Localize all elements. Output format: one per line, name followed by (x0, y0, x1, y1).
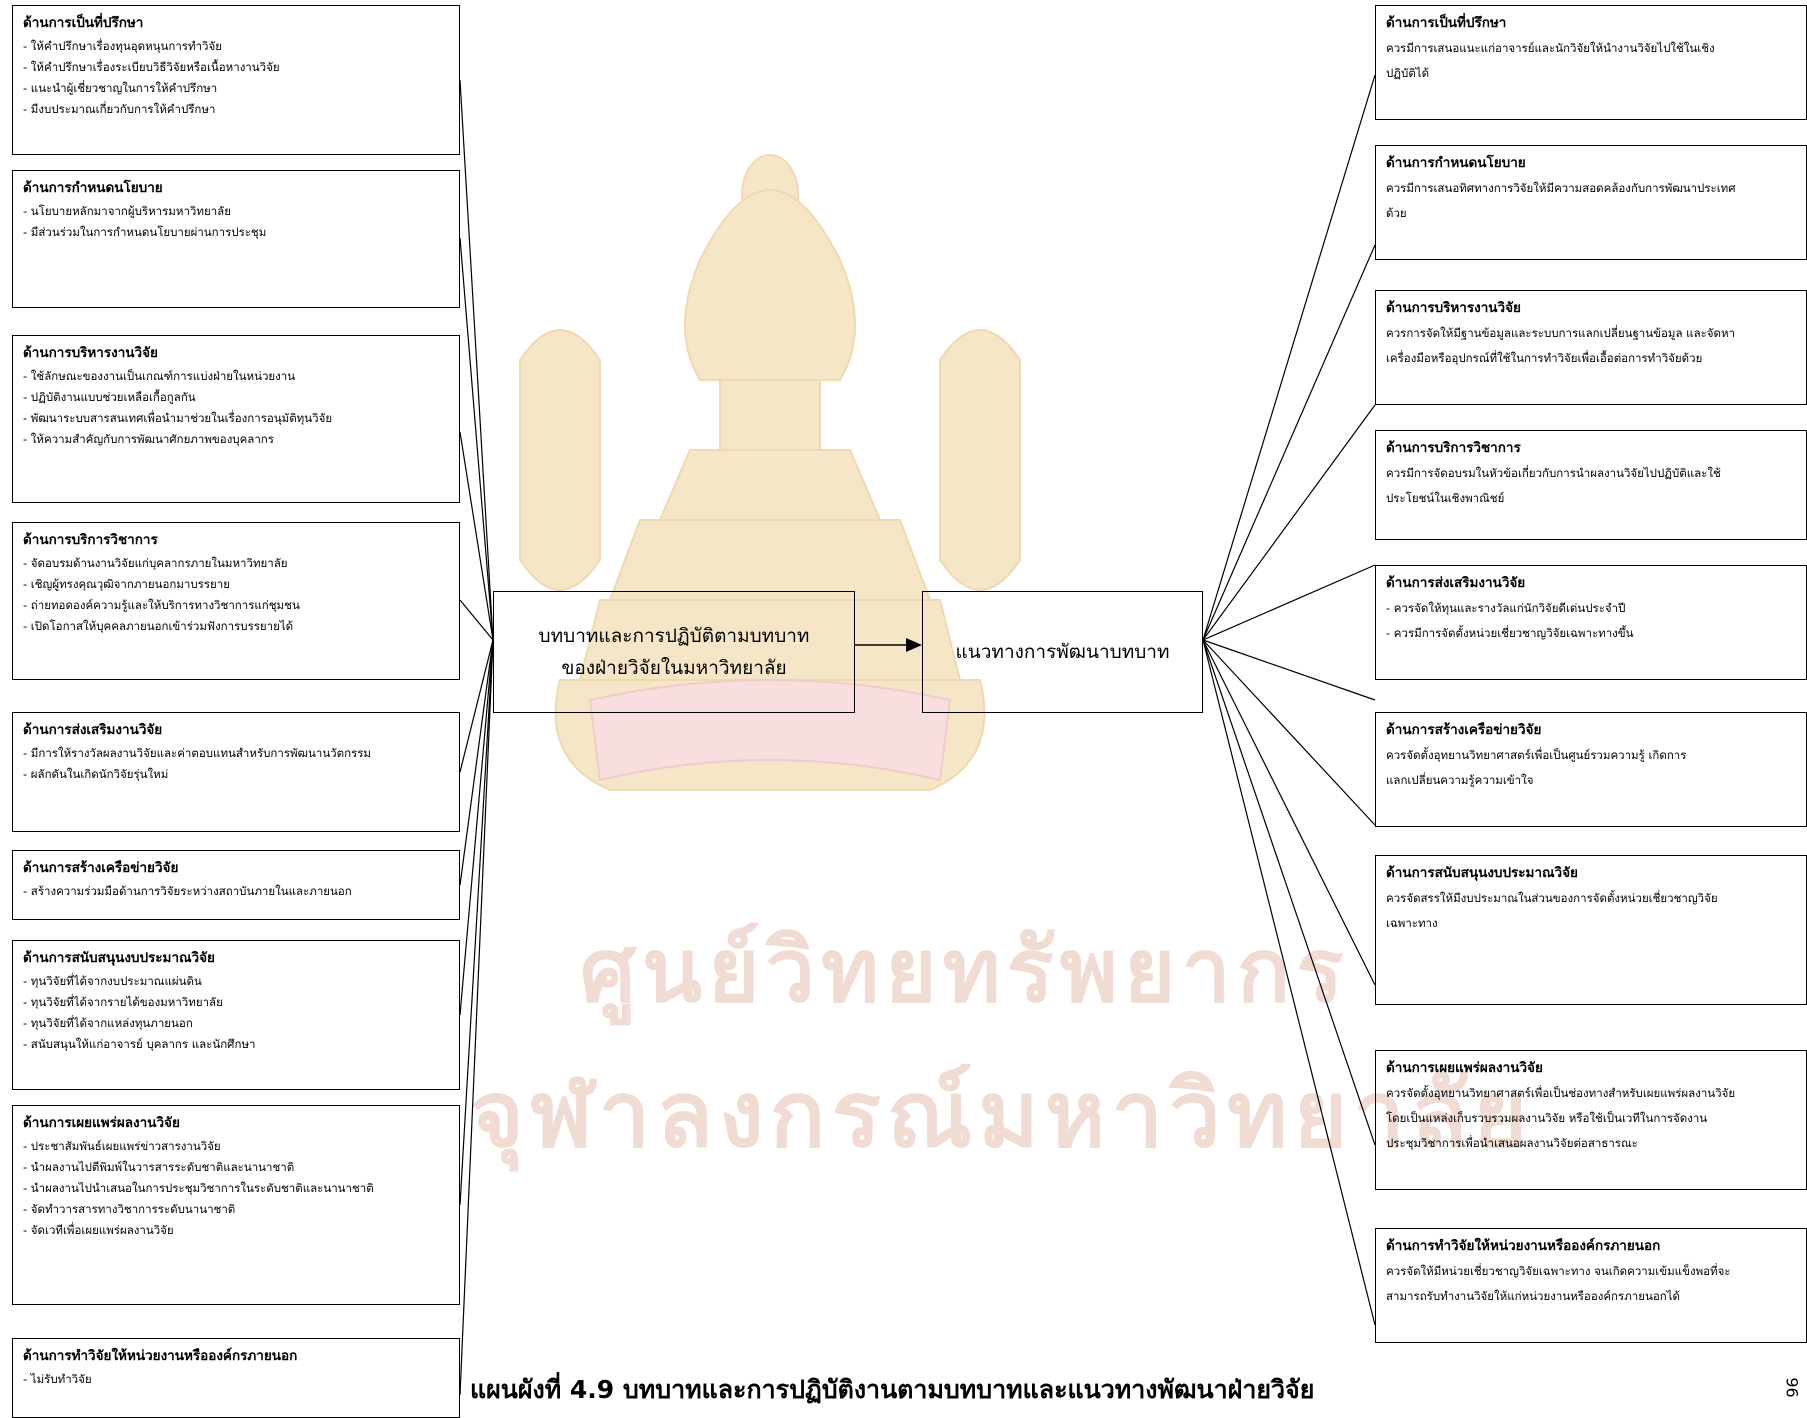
right-box-line: ปฏิบัติได้ (1386, 66, 1430, 80)
right-box-research-promotion: ด้านการส่งเสริมงานวิจัย - ควรจัดให้ทุนแล… (1375, 565, 1807, 680)
right-box-title: ด้านการบริการวิชาการ (1386, 440, 1521, 456)
left-box-title: ด้านการบริการวิชาการ (23, 532, 158, 548)
left-box-item: - จัดอบรมด้านงานวิจัยแก่บุคลากรภายในมหาว… (23, 556, 288, 570)
left-box-item: - สร้างความร่วมมือด้านการวิจัยระหว่างสถา… (23, 884, 352, 898)
right-box-line: เฉพาะทาง (1386, 916, 1438, 930)
left-box-item: - นำผลงานไปนำเสนอในการประชุมวิชาการในระด… (23, 1181, 374, 1195)
right-box-consulting: ด้านการเป็นที่ปรึกษา ควรมีการเสนอแนะแก่อ… (1375, 5, 1807, 120)
right-box-line: ประชุมวิชาการเพื่อนำเสนอผลงานวิจัยต่อสาธ… (1386, 1136, 1638, 1150)
left-box-title: ด้านการบริหารงานวิจัย (23, 345, 158, 361)
left-box-item: - ให้ความสำคัญกับการพัฒนาศักยภาพของบุคลา… (23, 432, 274, 446)
left-box-academic-service: ด้านการบริการวิชาการ - จัดอบรมด้านงานวิจ… (12, 522, 460, 680)
right-box-title: ด้านการสนับสนุนงบประมาณวิจัย (1386, 865, 1578, 881)
right-box-line: ควรจัดตั้งอุทยานวิทยาศาสตร์เพื่อเป็นช่อง… (1386, 1086, 1736, 1100)
watermark-line-1: ศูนย์วิทยทรัพยากร (580, 919, 1350, 1022)
left-box-item: - นโยบายหลักมาจากผู้บริหารมหาวิทยาลัย (23, 204, 231, 218)
right-box-budget-support: ด้านการสนับสนุนงบประมาณวิจัย ควรจัดสรรให… (1375, 855, 1807, 1005)
left-box-item: - แนะนำผู้เชี่ยวชาญในการให้คำปรึกษา (23, 81, 218, 95)
right-box-line: ด้วย (1386, 206, 1407, 220)
left-box-title: ด้านการทำวิจัยให้หน่วยงานหรือองค์กรภายนอ… (23, 1348, 298, 1364)
left-box-item: - มีงบประมาณเกี่ยวกับการให้คำปรึกษา (23, 102, 216, 116)
left-box-item: - ให้คำปรึกษาเรื่องระเบียบวิธีวิจัยหรือเ… (23, 60, 280, 74)
development-center-label: แนวทางการพัฒนาบทบาท (955, 641, 1170, 663)
right-box-line: - ควรมีการจัดตั้งหน่วยเชี่ยวชาญวิจัยเฉพา… (1386, 626, 1634, 640)
left-box-title: ด้านการสร้างเครือข่ายวิจัย (23, 860, 179, 876)
figure-caption: แผนผังที่ 4.9 บทบาทและการปฏิบัติงานตามบท… (470, 1375, 1315, 1404)
right-box-title: ด้านการกำหนดนโยบาย (1386, 155, 1526, 171)
left-box-research-admin: ด้านการบริหารงานวิจัย - ใช้ลักษณะของงานเ… (12, 335, 460, 503)
right-box-policy: ด้านการกำหนดนโยบาย ควรมีการเสนอทิศทางการ… (1375, 145, 1807, 260)
left-box-budget-support: ด้านการสนับสนุนงบประมาณวิจัย - ทุนวิจัยท… (12, 940, 460, 1090)
right-box-external-research: ด้านการทำวิจัยให้หน่วยงานหรือองค์กรภายนอ… (1375, 1228, 1807, 1343)
left-box-policy: ด้านการกำหนดนโยบาย - นโยบายหลักมาจากผู้บ… (12, 170, 460, 308)
left-box-item: - นำผลงานไปตีพิมพ์ในวารสารระดับชาติและนา… (23, 1160, 295, 1174)
left-box-item: - ทุนวิจัยที่ได้จากแหล่งทุนภายนอก (23, 1016, 193, 1030)
right-box-line: ควรจัดให้มีหน่วยเชี่ยวชาญวิจัยเฉพาะทาง จ… (1386, 1264, 1731, 1278)
roles-center-line-1: บทบาทและการปฏิบัติตามบทบาท (538, 625, 810, 647)
right-box-line: ควรจัดตั้งอุทยานวิทยาศาสตร์เพื่อเป็นศูนย… (1386, 748, 1687, 762)
left-box-item: - จัดทำวารสารทางวิชาการระดับนานาชาติ (23, 1202, 236, 1216)
right-box-line: ควรจัดสรรให้มีงบประมาณในส่วนของการจัดตั้… (1386, 891, 1718, 905)
left-box-item: - ถ่ายทอดองค์ความรู้และให้บริการทางวิชาก… (23, 598, 300, 612)
left-box-item: - มีการให้รางวัลผลงานวิจัยและค่าตอบแทนสำ… (23, 746, 372, 760)
left-box-item: - ทุนวิจัยที่ได้จากรายได้ของมหาวิทยาลัย (23, 995, 223, 1009)
left-box-research-network: ด้านการสร้างเครือข่ายวิจัย - สร้างความร่… (12, 850, 460, 920)
right-box-title: ด้านการสร้างเครือข่ายวิจัย (1386, 722, 1542, 738)
left-box-item: - จัดเวทีเพื่อเผยแพร่ผลงานวิจัย (23, 1223, 174, 1237)
left-box-title: ด้านการส่งเสริมงานวิจัย (23, 722, 163, 738)
roles-center-box: บทบาทและการปฏิบัติตามบทบาท ของฝ่ายวิจัยใ… (493, 591, 855, 713)
left-box-item: - ให้คำปรึกษาเรื่องทุนอุดหนุนการทำวิจัย (23, 39, 222, 53)
right-box-title: ด้านการเป็นที่ปรึกษา (1386, 15, 1507, 31)
left-box-item: - สนับสนุนให้แก่อาจารย์ บุคลากร และนักศึ… (23, 1037, 256, 1051)
left-box-title: ด้านการเผยแพร่ผลงานวิจัย (23, 1115, 180, 1131)
left-box-item: - ผลักดันในเกิดนักวิจัยรุ่นใหม่ (23, 767, 169, 781)
right-box-line: สามารถรับทำงานวิจัยให้แก่หน่วยงานหรือองค… (1386, 1289, 1680, 1303)
left-box-item: - ปฏิบัติงานแบบช่วยเหลือเกื้อกูลกัน (23, 390, 196, 404)
right-box-line: ควรมีการจัดอบรมในหัวข้อเกี่ยวกับการนำผลง… (1386, 466, 1721, 480)
right-box-academic-service: ด้านการบริการวิชาการ ควรมีการจัดอบรมในหั… (1375, 430, 1807, 540)
right-box-research-admin: ด้านการบริหารงานวิจัย ควรการจัดให้มีฐานข… (1375, 290, 1807, 405)
left-box-title: ด้านการเป็นที่ปรึกษา (23, 15, 144, 31)
left-box-consulting: ด้านการเป็นที่ปรึกษา - ให้คำปรึกษาเรื่อง… (12, 5, 460, 155)
right-box-title: ด้านการทำวิจัยให้หน่วยงานหรือองค์กรภายนอ… (1386, 1238, 1661, 1254)
right-box-line: โดยเป็นแหล่งเก็บรวบรวมผลงานวิจัย หรือใช้… (1386, 1111, 1708, 1125)
right-box-line: - ควรจัดให้ทุนและรางวัลแก่นักวิจัยดีเด่น… (1386, 601, 1626, 615)
right-box-title: ด้านการเผยแพร่ผลงานวิจัย (1386, 1060, 1543, 1076)
right-box-title: ด้านการส่งเสริมงานวิจัย (1386, 575, 1526, 591)
left-box-item: - ใช้ลักษณะของงานเป็นเกณฑ์การแบ่งฝ่ายในห… (23, 369, 296, 383)
left-box-item: - ไม่รับทำวิจัย (23, 1372, 92, 1386)
right-box-title: ด้านการบริหารงานวิจัย (1386, 300, 1521, 316)
development-center-box: แนวทางการพัฒนาบทบาท (922, 591, 1203, 713)
left-box-external-research: ด้านการทำวิจัยให้หน่วยงานหรือองค์กรภายนอ… (12, 1338, 460, 1418)
right-box-line: เครื่องมือหรืออุปกรณ์ที่ใช้ในการทำวิจัยเ… (1386, 351, 1703, 365)
right-box-research-network: ด้านการสร้างเครือข่ายวิจัย ควรจัดตั้งอุท… (1375, 712, 1807, 827)
right-box-dissemination: ด้านการเผยแพร่ผลงานวิจัย ควรจัดตั้งอุทยา… (1375, 1050, 1807, 1190)
left-box-item: - เปิดโอกาสให้บุคคลภายนอกเข้าร่วมฟังการบ… (23, 619, 294, 633)
left-box-title: ด้านการสนับสนุนงบประมาณวิจัย (23, 950, 215, 966)
left-box-item: - ประชาสัมพันธ์เผยแพร่ข่าวสารงานวิจัย (23, 1139, 221, 1153)
right-box-line: แลกเปลี่ยนความรู้ความเข้าใจ (1386, 773, 1534, 787)
left-box-title: ด้านการกำหนดนโยบาย (23, 180, 163, 196)
left-box-item: - ทุนวิจัยที่ได้จากงบประมาณแผ่นดิน (23, 974, 202, 988)
right-box-line: ควรมีการเสนอแนะแก่อาจารย์และนักวิจัยให้น… (1386, 41, 1715, 55)
left-box-item: - เชิญผู้ทรงคุณวุฒิจากภายนอกมาบรรยาย (23, 577, 230, 591)
left-box-item: - พัฒนาระบบสารสนเทศเพื่อนำมาช่วยในเรื่อง… (23, 411, 333, 425)
left-box-dissemination: ด้านการเผยแพร่ผลงานวิจัย - ประชาสัมพันธ์… (12, 1105, 460, 1305)
watermark-line-2: จุฬาลงกรณ์มหาวิทยาลัย (470, 1061, 1534, 1168)
left-box-item: - มีส่วนร่วมในการกำหนดนโยบายผ่านการประชุ… (23, 225, 267, 239)
right-box-line: ประโยชน์ในเชิงพาณิชย์ (1386, 491, 1505, 505)
right-box-line: ควรการจัดให้มีฐานข้อมูลและระบบการแลกเปลี… (1386, 326, 1736, 340)
right-box-line: ควรมีการเสนอทิศทางการวิจัยให้มีความสอดคล… (1386, 181, 1736, 195)
roles-center-line-2: ของฝ่ายวิจัยในมหาวิทยาลัย (561, 657, 787, 679)
page-number: 96 (1782, 1377, 1802, 1398)
left-box-research-promotion: ด้านการส่งเสริมงานวิจัย - มีการให้รางวัล… (12, 712, 460, 832)
